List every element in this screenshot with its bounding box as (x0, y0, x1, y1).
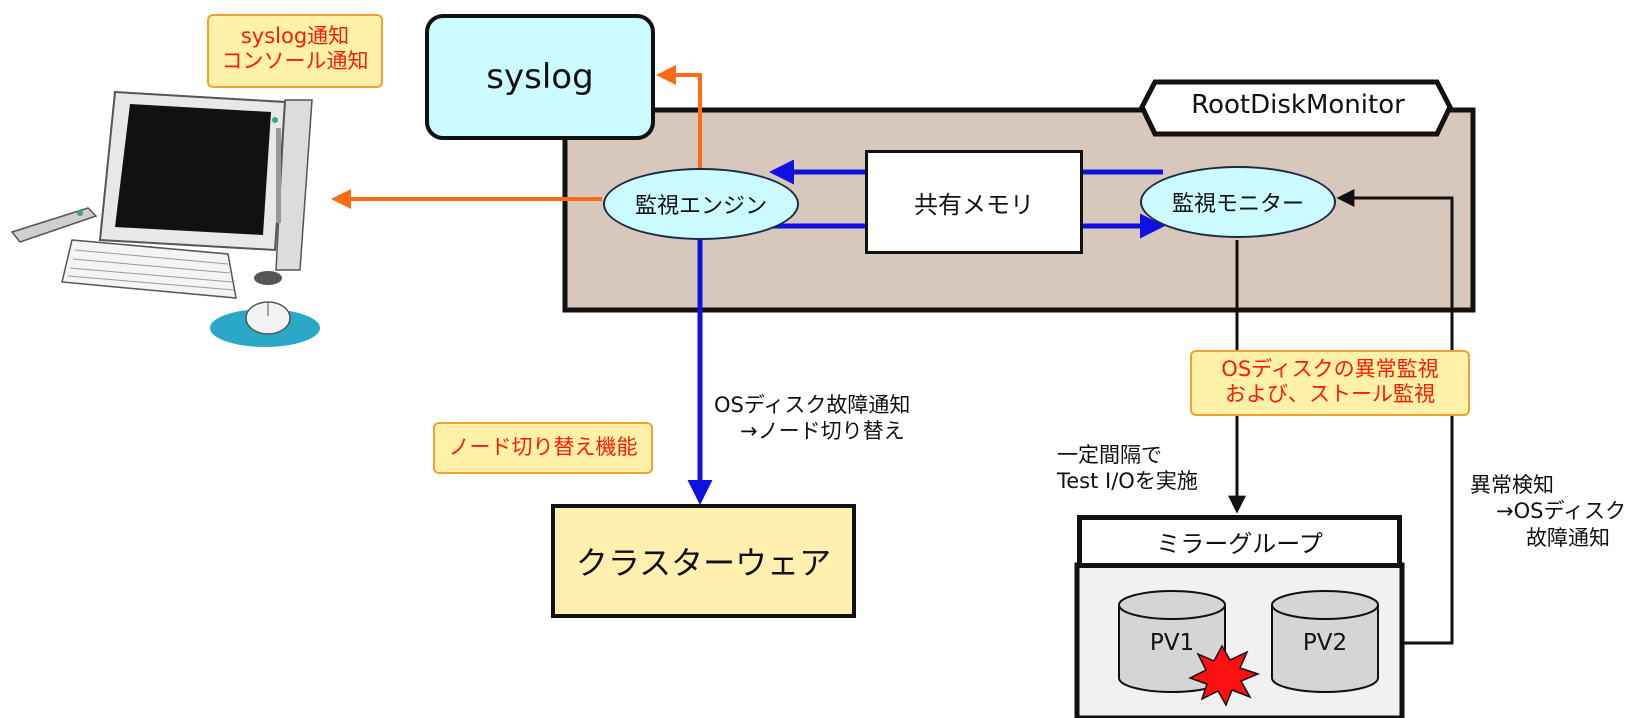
pv1-label: PV1 (1149, 630, 1195, 656)
engine-label: 監視エンジン (634, 194, 767, 219)
monitor-label: 監視モニター (1171, 192, 1304, 217)
os-disk-monitor-line1: OSディスクの異常監視 (1221, 357, 1439, 381)
pv1-disk-icon (1118, 590, 1226, 693)
engine-node: 監視エンジン (603, 168, 799, 240)
syslog-label: syslog (486, 57, 594, 97)
clusterware-label: クラスターウェア (575, 544, 832, 582)
anomaly-line3: 故障通知 (1526, 525, 1610, 550)
interval-label: 一定間隔で Test I/Oを実施 (1057, 442, 1198, 495)
anomaly-line2: →OSディスク (1496, 499, 1626, 524)
syslog-box: syslog (425, 14, 655, 140)
rootdiskmonitor-tag-shape (1139, 79, 1453, 137)
mirror-group-header: ミラーグループ (1077, 515, 1402, 568)
desktop-computer-icon (10, 90, 320, 347)
syslog-notice-line1: syslog通知 (240, 24, 350, 48)
anomaly-line1: 異常検知 (1470, 473, 1554, 497)
rootdiskmonitor-title: RootDiskMonitor (1191, 90, 1405, 120)
failure-notice-line1: OSディスク故障通知 (714, 393, 911, 417)
node-switch-label: ノード切り替え機能 (448, 435, 638, 459)
node-switch-note: ノード切り替え機能 (433, 422, 653, 474)
shared-memory-box: 共有メモリ (865, 150, 1083, 254)
arrow-engine-to-syslog (656, 65, 702, 176)
os-disk-monitor-line2: および、ストール監視 (1225, 382, 1435, 407)
shared-memory-label: 共有メモリ (914, 190, 1034, 219)
failure-burst-icon (1188, 644, 1261, 707)
os-disk-monitor-note: OSディスクの異常監視 および、ストール監視 (1190, 350, 1470, 416)
arrow-mirror-to-monitor (1336, 189, 1454, 645)
syslog-notice-note: syslog通知 コンソール通知 (207, 14, 383, 88)
pv2-disk-icon (1271, 590, 1379, 693)
syslog-notice-line2: コンソール通知 (221, 49, 369, 74)
clusterware-box: クラスターウェア (551, 504, 856, 618)
monitor-node: 監視モニター (1140, 166, 1336, 238)
failure-notice-line2: →ノード切り替え (740, 419, 905, 444)
pv2-label: PV2 (1302, 630, 1348, 656)
interval-line1: 一定間隔で (1057, 443, 1162, 467)
interval-line2: Test I/Oを実施 (1057, 469, 1198, 494)
anomaly-label: 異常検知 →OSディスク 故障通知 (1470, 472, 1626, 551)
failure-notice-label: OSディスク故障通知 →ノード切り替え (714, 392, 910, 445)
mirror-group-label: ミラーグループ (1156, 530, 1323, 558)
